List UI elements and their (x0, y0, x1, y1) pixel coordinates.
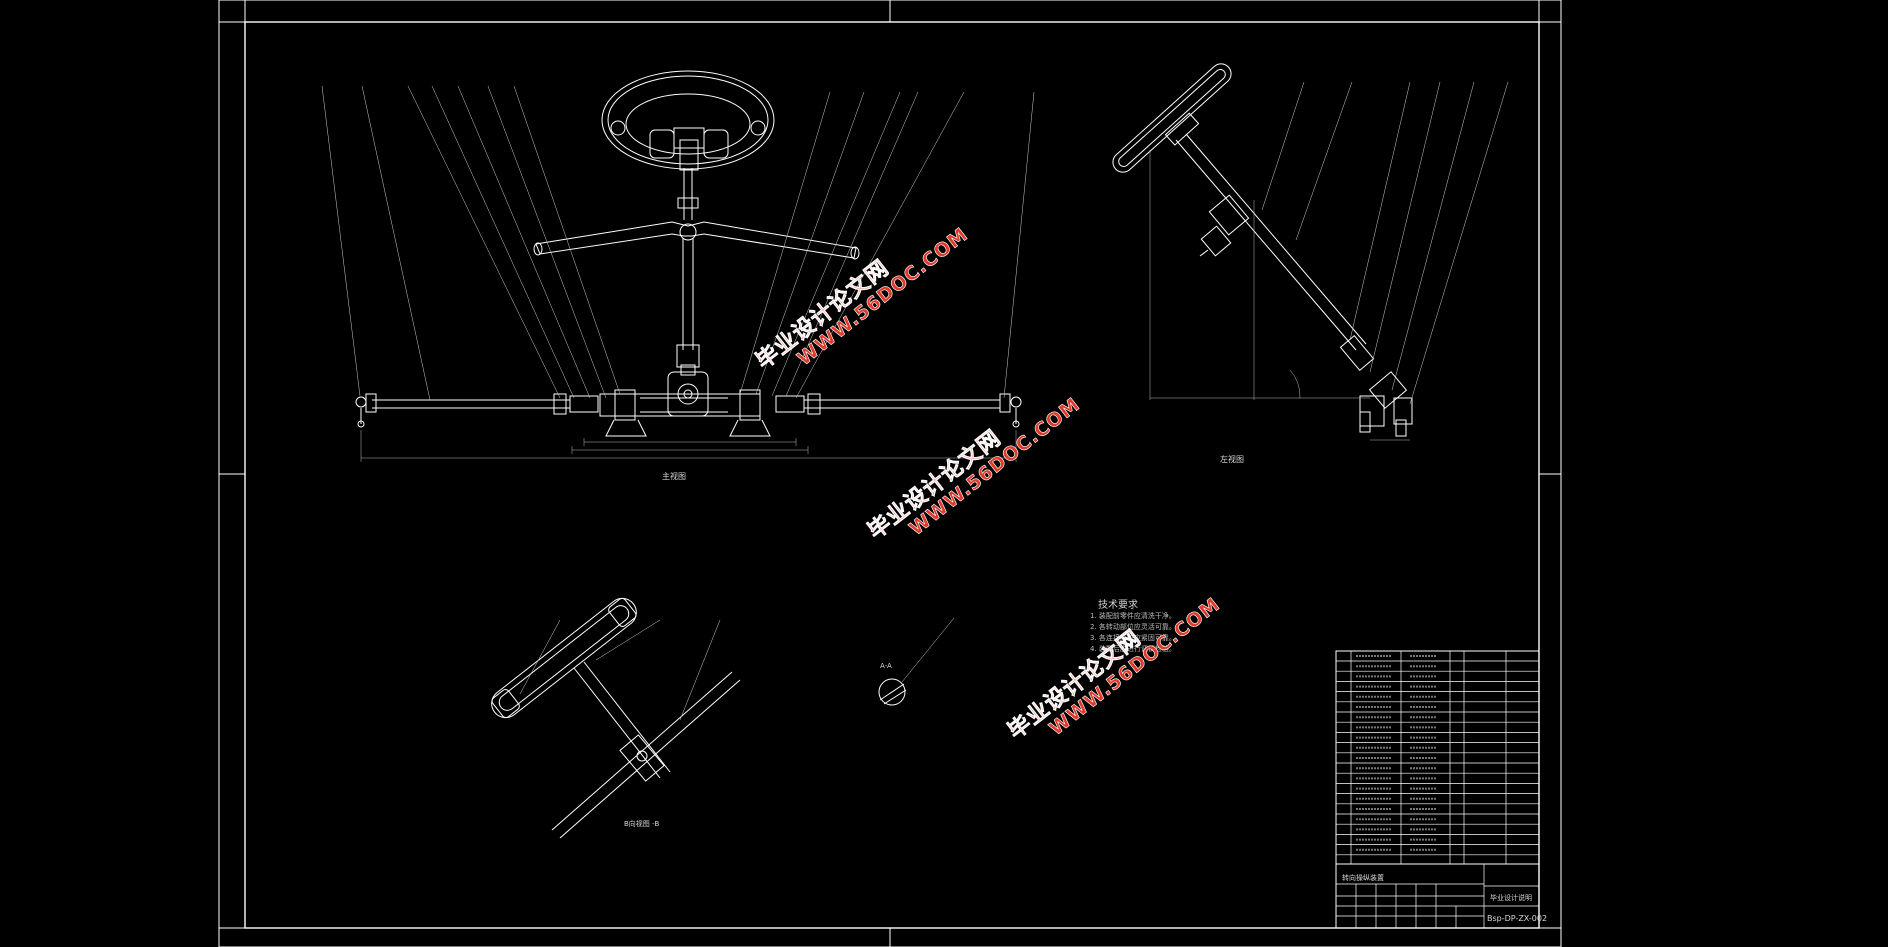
sheet-inner-frame (244, 21, 1540, 929)
section-label: A-A (880, 662, 892, 670)
parts-table (1335, 650, 1540, 929)
side-view-label: 左视图 (1220, 454, 1244, 464)
tech-note: 2. 各转动部位应灵活可靠。 (1090, 623, 1176, 631)
front-view-label: 主视图 (662, 471, 686, 481)
title-block-school: 毕业设计说明 (1490, 893, 1532, 902)
technical-notes: 技术要求 1. 装配前零件应清洗干净。 2. 各转动部位应灵活可靠。 3. 各连… (1090, 600, 1176, 655)
tech-notes-title: 技术要求 (1098, 600, 1138, 611)
tech-note: 1. 装配前零件应清洗干净。 (1090, 612, 1176, 620)
title-block-name: 转向操纵装置 (1342, 873, 1384, 882)
tech-note: 3. 各连接部位应紧固可靠。 (1090, 634, 1176, 642)
bottom-view (491, 597, 741, 839)
bottom-view-label: B向视图 -B (624, 819, 660, 828)
sheet-outer-frame (218, 0, 1562, 947)
tech-note: 4. 装配后应进行调试检验。 (1090, 645, 1176, 653)
drawing-number: Bsp-DP-ZX-002 (1487, 914, 1547, 923)
side-view (1112, 63, 1509, 441)
front-view (321, 70, 1035, 462)
section-view (878, 617, 955, 706)
